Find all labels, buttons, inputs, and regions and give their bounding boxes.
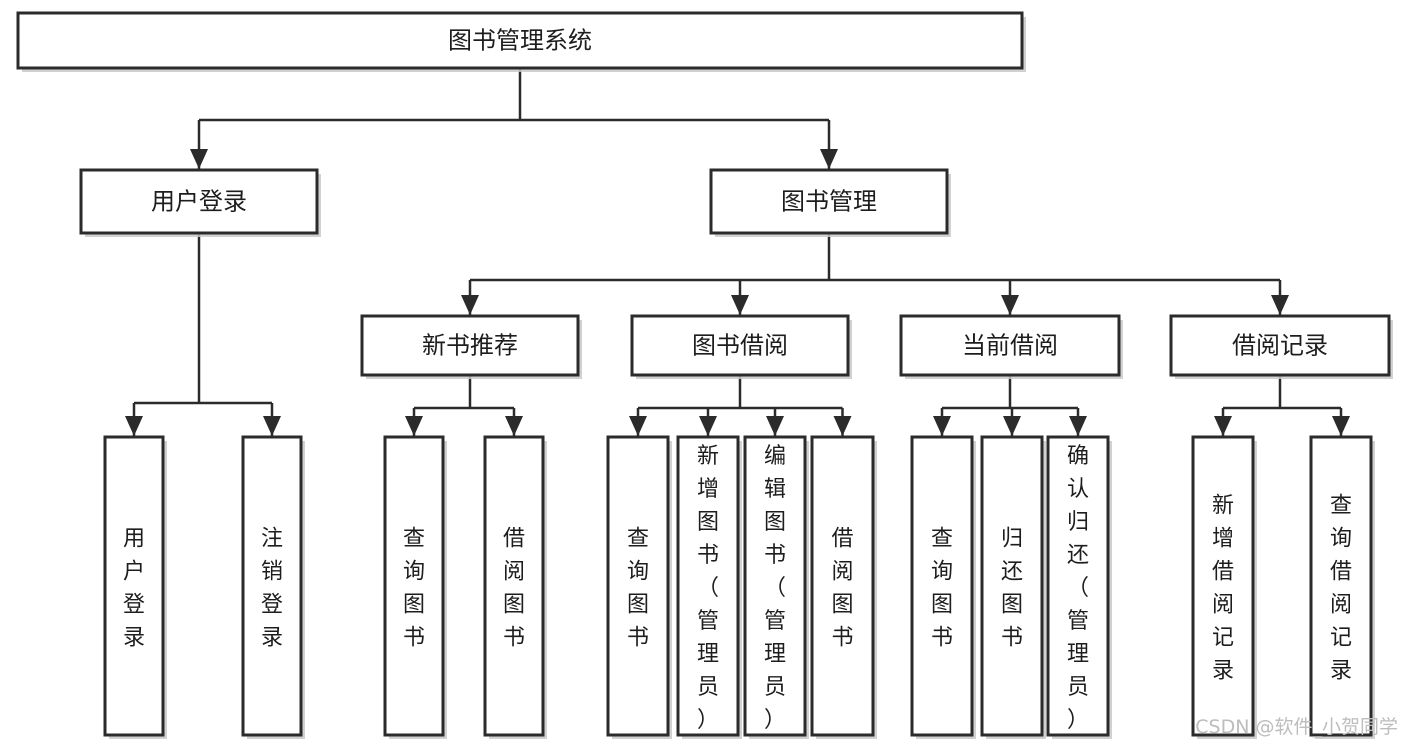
csdn-watermark: CSDN @软件_小贺同学 bbox=[1195, 716, 1398, 738]
node-level2-0[interactable]: 用户登录 bbox=[79, 168, 321, 237]
node-label: 编辑图书（管理员） bbox=[764, 444, 786, 733]
node-leaf-4[interactable]: 查询图书 bbox=[606, 435, 672, 739]
node-level3-2[interactable]: 当前借阅 bbox=[899, 314, 1123, 379]
node-label: 借阅记录 bbox=[1232, 332, 1328, 360]
node-label: 新书推荐 bbox=[422, 332, 518, 360]
node-label: 借阅图书 bbox=[831, 527, 853, 651]
borrow-to-leaves-arrow-3 bbox=[833, 416, 852, 436]
book-mgmt-to-level3-arrow-2 bbox=[1001, 295, 1019, 315]
node-leaf-11[interactable]: 新增借阅记录 bbox=[1191, 435, 1257, 739]
node-level3-0[interactable]: 新书推荐 bbox=[360, 314, 582, 379]
node-leaf-2[interactable]: 查询图书 bbox=[383, 435, 447, 739]
login-to-leaves-arrow-0 bbox=[125, 416, 143, 436]
borrow-to-leaves-arrow-2 bbox=[766, 416, 784, 436]
book-mgmt-to-level3-arrow-3 bbox=[1271, 295, 1289, 315]
node-level3-1[interactable]: 图书借阅 bbox=[630, 314, 852, 379]
newbook-to-leaves-arrow-1 bbox=[505, 416, 523, 436]
node-label: 归还图书 bbox=[1001, 527, 1023, 651]
node-level2-1[interactable]: 图书管理 bbox=[709, 168, 951, 237]
node-leaf-10[interactable]: 确认归还（管理员） bbox=[1046, 435, 1112, 739]
node-leaf-1[interactable]: 注销登录 bbox=[241, 435, 305, 739]
node-label: 查询图书 bbox=[403, 527, 425, 651]
node-label: 当前借阅 bbox=[962, 332, 1058, 360]
node-leaf-9[interactable]: 归还图书 bbox=[980, 435, 1046, 739]
node-leaf-5[interactable]: 新增图书（管理员） bbox=[676, 435, 742, 739]
current-to-leaves-arrow-2 bbox=[1069, 416, 1087, 436]
borrow-to-leaves-arrow-0 bbox=[629, 416, 647, 436]
root-to-level2-arrow-0 bbox=[190, 149, 208, 169]
node-label: 查询图书 bbox=[931, 527, 953, 651]
connector-lines-layer bbox=[125, 68, 1350, 436]
book-mgmt-to-level3-arrow-0 bbox=[461, 295, 479, 315]
newbook-to-leaves-arrow-0 bbox=[405, 416, 423, 436]
node-label: 用户登录 bbox=[151, 188, 247, 216]
current-to-leaves-arrow-1 bbox=[1003, 416, 1021, 436]
node-leaf-3[interactable]: 借阅图书 bbox=[483, 435, 547, 739]
node-label: 查询借阅记录 bbox=[1330, 494, 1352, 684]
node-root[interactable]: 图书管理系统 bbox=[16, 11, 1026, 72]
node-label: 图书借阅 bbox=[692, 332, 788, 360]
login-to-leaves-arrow-1 bbox=[263, 416, 281, 436]
node-level3-3[interactable]: 借阅记录 bbox=[1169, 314, 1393, 379]
node-label: 用户登录 bbox=[123, 527, 145, 651]
borrow-to-leaves-arrow-1 bbox=[699, 416, 717, 436]
current-to-leaves-arrow-0 bbox=[933, 416, 951, 436]
node-boxes-layer: 图书管理系统用户登录图书管理新书推荐图书借阅当前借阅借阅记录用户登录注销登录查询… bbox=[16, 11, 1393, 739]
node-label: 注销登录 bbox=[261, 527, 283, 651]
node-label: 新增图书（管理员） bbox=[697, 444, 719, 733]
root-to-level2-arrow-1 bbox=[820, 149, 838, 169]
node-label: 图书管理 bbox=[781, 188, 877, 216]
records-to-leaves-arrow-1 bbox=[1332, 416, 1350, 436]
node-label: 确认归还（管理员） bbox=[1067, 444, 1089, 733]
book-mgmt-to-level3-arrow-1 bbox=[731, 295, 749, 315]
node-leaf-6[interactable]: 编辑图书（管理员） bbox=[743, 435, 809, 739]
node-leaf-12[interactable]: 查询借阅记录 bbox=[1309, 435, 1375, 739]
node-label: 查询图书 bbox=[627, 527, 649, 651]
node-label: 新增借阅记录 bbox=[1212, 494, 1234, 684]
node-label: 图书管理系统 bbox=[448, 27, 592, 55]
records-to-leaves-arrow-0 bbox=[1214, 416, 1232, 436]
node-label: 借阅图书 bbox=[503, 527, 525, 651]
node-leaf-8[interactable]: 查询图书 bbox=[910, 435, 976, 739]
node-leaf-0[interactable]: 用户登录 bbox=[103, 435, 167, 739]
node-leaf-7[interactable]: 借阅图书 bbox=[810, 435, 877, 739]
